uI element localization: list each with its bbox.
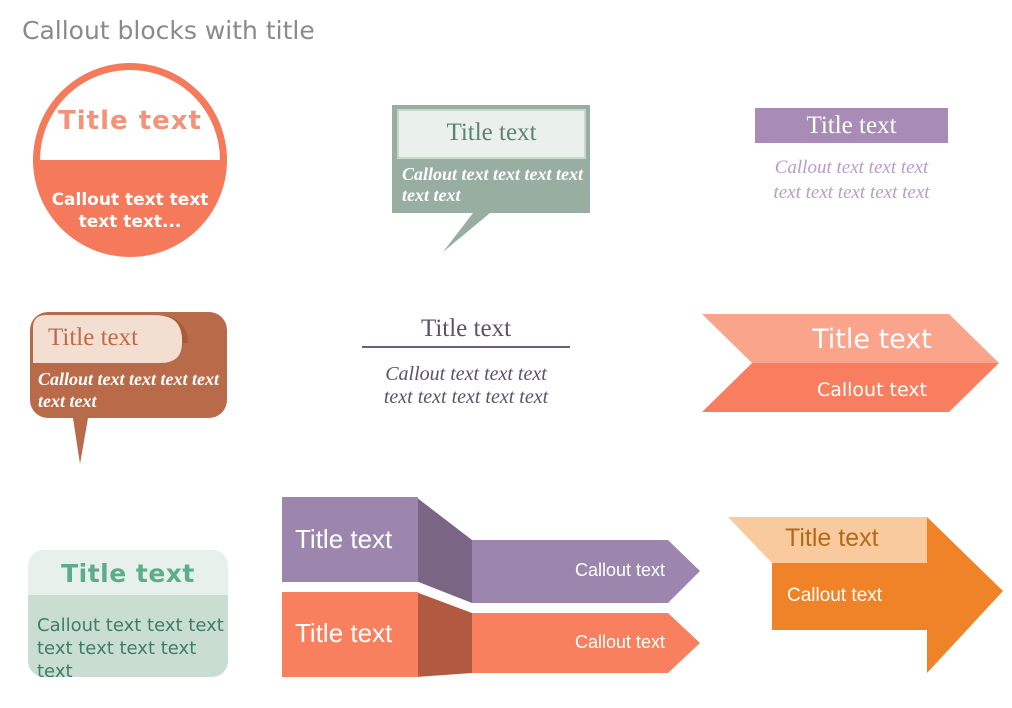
salmon-ribbon-title: Title text <box>295 618 393 648</box>
purple-ribbon-fold <box>416 497 472 603</box>
underline-title: Title text <box>420 315 512 342</box>
green-bubble-title-box <box>397 109 586 159</box>
purple-ribbon-title-block <box>282 497 418 582</box>
brown-bubble-shape <box>30 312 227 464</box>
underline-line2: text text text text text <box>383 386 549 408</box>
orange-arrow-callout: Title text Callout text <box>728 516 1006 676</box>
salmon-arrow-bottom-band <box>702 363 999 412</box>
green-block-callout: Title text Callout text text text text t… <box>28 550 228 682</box>
purple-ribbon-title: Title text <box>295 524 393 554</box>
brown-bubble-text: Callout text text text text text text <box>38 368 228 412</box>
purple-title-bar <box>755 108 948 143</box>
brown-bubble-title-panel <box>33 315 182 363</box>
orange-arrow-text: Callout text <box>787 585 883 606</box>
green-bubble-callout: Title text Callout text text text text t… <box>392 105 592 255</box>
purple-bar-line2: text text text text text <box>773 182 930 203</box>
salmon-arrow-text: Callout text <box>816 379 928 401</box>
salmon-arrow-shape <box>702 314 999 412</box>
orange-arrow-body <box>772 563 927 630</box>
page-title: Callout blocks with title <box>22 16 315 45</box>
circle-callout-shape <box>33 63 227 257</box>
salmon-arrow-callout: Title text Callout text <box>702 314 1000 414</box>
purple-bar-callout: Title text Callout text text text text t… <box>755 108 948 218</box>
salmon-ribbon-title-block <box>282 592 418 677</box>
purple-ribbon-arrow-band <box>472 540 700 603</box>
green-bubble-shape <box>392 105 590 252</box>
green-bubble-tail <box>443 213 490 252</box>
underline-rule <box>362 346 570 348</box>
circle-callout: Title text Callout text text text text..… <box>32 62 228 258</box>
circle-callout-text: Callout text text text text... <box>32 189 228 233</box>
purple-bar-line1: Callout text text text <box>774 157 929 178</box>
underline-text: Callout text text text text text text te… <box>350 363 582 409</box>
orange-arrow-shape <box>728 517 1003 673</box>
orange-arrow-title-banner <box>728 517 927 563</box>
green-block-text: Callout text text text text text text te… <box>37 614 227 683</box>
green-block-header <box>28 550 228 595</box>
green-block-body <box>28 550 228 677</box>
green-block-line2: text text text text text <box>37 638 197 682</box>
brown-bubble-title: Title text <box>48 324 139 351</box>
orange-arrow-head <box>927 517 1003 673</box>
green-bubble-line1: Callout text text text text <box>402 164 583 184</box>
underline-callout: Title text Callout text text text text t… <box>360 315 572 410</box>
ribbon-callouts: Title text Callout text Title text Callo… <box>282 497 702 678</box>
circle-callout-line1: Callout text text <box>51 190 209 210</box>
brown-bubble-line2: text text <box>38 391 97 411</box>
salmon-ribbon-fold <box>416 592 472 677</box>
purple-ribbon-text: Callout text <box>574 560 665 580</box>
green-block-title: Title text <box>61 559 195 588</box>
salmon-ribbon-arrow-band <box>472 613 700 673</box>
green-bubble-title: Title text <box>446 119 537 146</box>
circle-callout-title: Title text <box>58 106 202 136</box>
orange-arrow-title: Title text <box>785 524 879 552</box>
circle-callout-line2: text text... <box>78 212 182 232</box>
green-bubble-text: Callout text text text text text text <box>402 164 590 206</box>
brown-bubble-curl-shadow <box>152 314 188 343</box>
green-block-line1: Callout text text text <box>37 615 224 636</box>
salmon-arrow-top-band <box>702 314 999 363</box>
brown-bubble-tail <box>73 418 88 464</box>
circle-title-dome <box>40 70 220 160</box>
salmon-arrow-title: Title text <box>812 324 932 355</box>
ribbon-shapes <box>282 497 700 677</box>
brown-bubble-line1: Callout text text text text <box>38 369 219 389</box>
purple-bar-title: Title text <box>806 112 897 139</box>
green-bubble-line2: text text <box>402 185 461 205</box>
brown-bubble-callout: Title text Callout text text text text t… <box>30 312 230 467</box>
salmon-ribbon-text: Callout text <box>574 632 665 652</box>
underline-line1: Callout text text text <box>385 363 547 385</box>
purple-bar-text: Callout text text text text text text te… <box>743 155 960 205</box>
